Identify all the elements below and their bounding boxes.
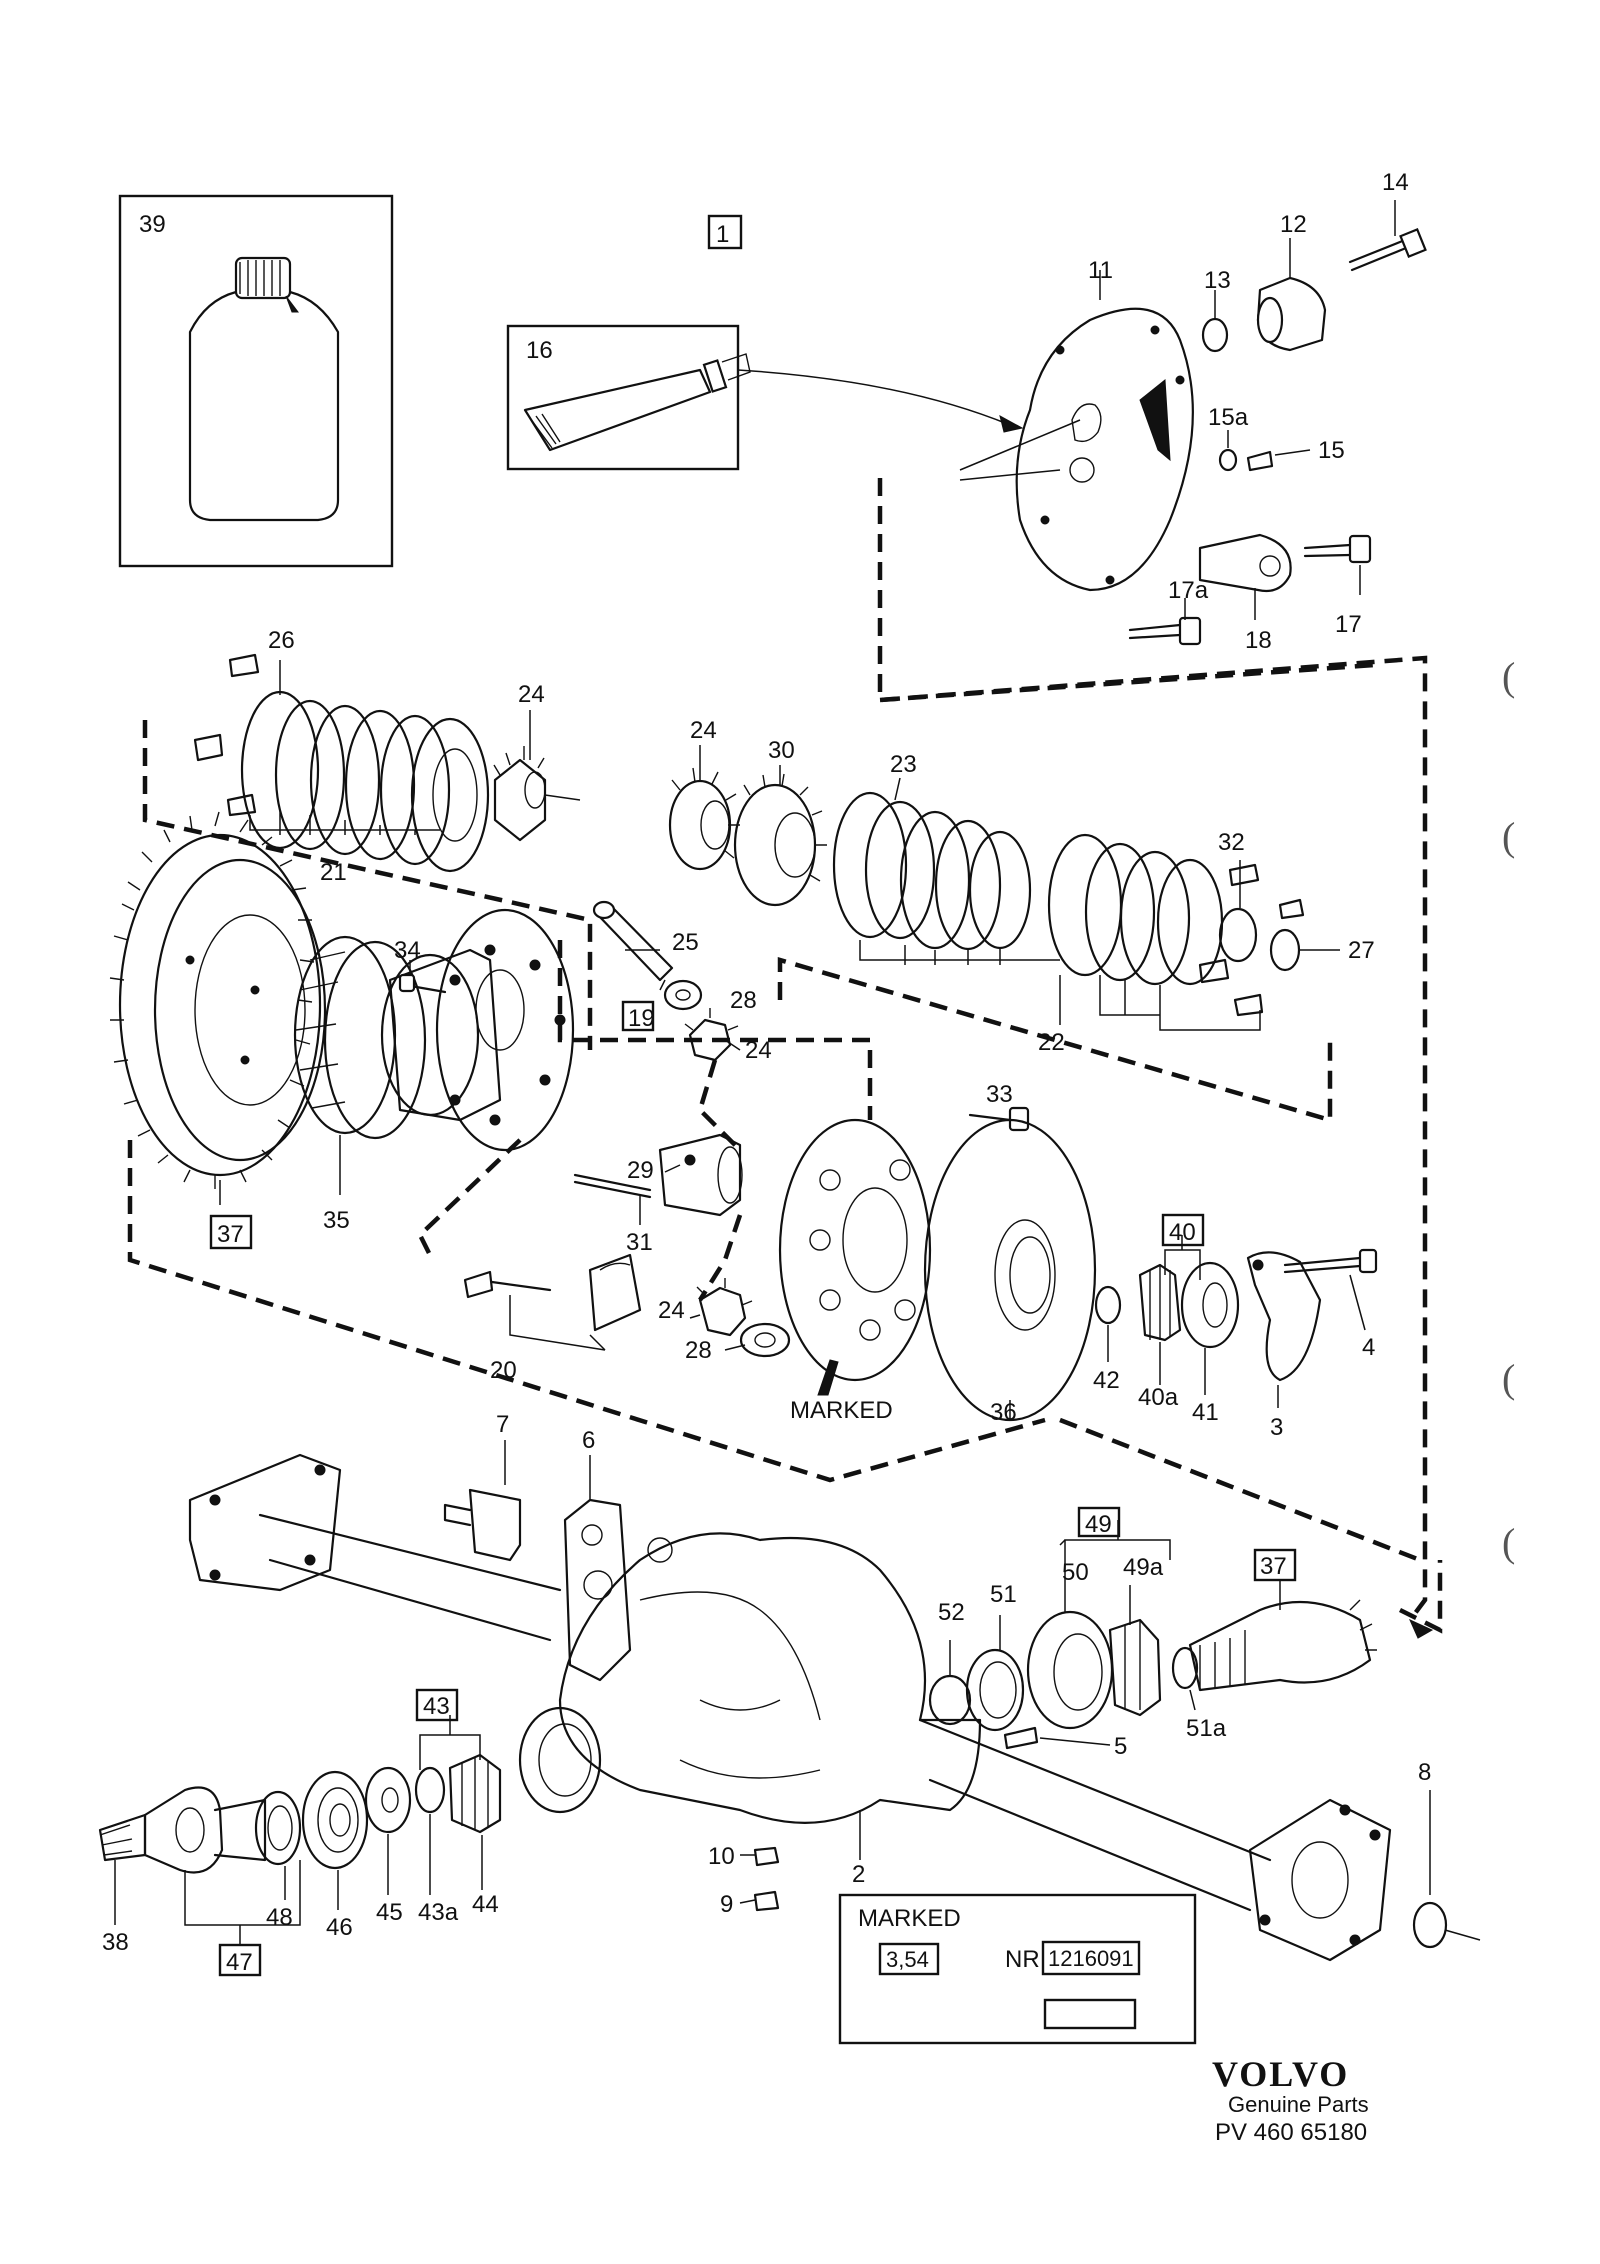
label-27: 27 <box>1348 937 1375 964</box>
label-3: 3 <box>1270 1414 1283 1441</box>
margin-mark-2: ( <box>1502 814 1515 859</box>
label-45: 45 <box>376 1899 403 1926</box>
label-marked-callout: MARKED <box>790 1397 893 1424</box>
label-42: 42 <box>1093 1367 1120 1394</box>
marked-box-title: MARKED <box>858 1905 961 1932</box>
label-52: 52 <box>938 1599 965 1626</box>
label-7: 7 <box>496 1411 509 1438</box>
label-46: 46 <box>326 1914 353 1941</box>
label-2: 2 <box>852 1861 865 1888</box>
ring-gear-and-carrier <box>109 811 1378 1483</box>
label-1: 1 <box>716 221 729 248</box>
label-24-b: 24 <box>690 717 717 744</box>
label-32: 32 <box>1218 829 1245 856</box>
label-49: 49 <box>1085 1511 1112 1538</box>
label-33: 33 <box>986 1081 1013 1108</box>
label-4: 4 <box>1362 1334 1375 1361</box>
label-44: 44 <box>472 1891 499 1918</box>
label-40: 40 <box>1169 1219 1196 1246</box>
margin-mark-3: ( <box>1502 1356 1515 1401</box>
assembly-dashed-links <box>877 478 1443 1639</box>
label-49a: 49a <box>1123 1554 1164 1581</box>
label-8: 8 <box>1418 1759 1431 1786</box>
marked-box-nr-value: 1216091 <box>1048 1946 1134 1971</box>
label-13: 13 <box>1204 267 1231 294</box>
marked-box-ratio: 3,54 <box>886 1947 929 1972</box>
label-34: 34 <box>394 937 421 964</box>
label-40a: 40a <box>1138 1384 1179 1411</box>
label-28-a: 28 <box>730 987 757 1014</box>
label-22: 22 <box>1038 1029 1065 1056</box>
margin-mark-4: ( <box>1502 1520 1515 1565</box>
label-24-a: 24 <box>518 681 545 708</box>
label-18: 18 <box>1245 627 1272 654</box>
marked-box-nr-label: NR <box>1005 1946 1040 1973</box>
label-14: 14 <box>1382 169 1409 196</box>
axle-housing <box>188 1440 1481 1962</box>
label-15: 15 <box>1318 437 1345 464</box>
label-12: 12 <box>1280 211 1307 238</box>
differential-cover-assembly <box>959 200 1427 646</box>
label-24-d: 24 <box>658 1297 685 1324</box>
label-28-b: 28 <box>685 1337 712 1364</box>
label-48: 48 <box>266 1904 293 1931</box>
label-17: 17 <box>1335 611 1362 638</box>
label-9: 9 <box>720 1891 733 1918</box>
pinion-assembly <box>928 1520 1377 1732</box>
label-43a: 43a <box>418 1899 459 1926</box>
label-30: 30 <box>768 737 795 764</box>
volvo-branding: VOLVO Genuine Parts PV 460 65180 <box>1212 2054 1369 2146</box>
right-clutch-pack <box>668 745 1340 1031</box>
hub-and-bearing-set <box>98 1715 502 1945</box>
label-41: 41 <box>1192 1399 1219 1426</box>
margin-marks: ( ( ( ( <box>1502 654 1515 1565</box>
label-38: 38 <box>102 1929 129 1956</box>
label-29: 29 <box>627 1157 654 1184</box>
catalog-code: PV 460 65180 <box>1215 2119 1367 2146</box>
label-boxes <box>209 214 1297 1977</box>
label-51a: 51a <box>1186 1715 1227 1742</box>
part-16-sealant-tube <box>506 324 1024 471</box>
left-clutch-pack <box>142 653 593 1050</box>
label-5: 5 <box>1114 1733 1127 1760</box>
label-37-b: 37 <box>1260 1553 1287 1580</box>
label-15a: 15a <box>1208 404 1249 431</box>
margin-mark-1: ( <box>1502 654 1515 699</box>
label-35: 35 <box>323 1207 350 1234</box>
label-50: 50 <box>1062 1559 1089 1586</box>
label-47: 47 <box>226 1949 253 1976</box>
label-19: 19 <box>628 1005 655 1032</box>
label-16: 16 <box>526 337 553 364</box>
marked-info-box: MARKED 3,54 NR 1216091 <box>838 1893 1197 2045</box>
label-26: 26 <box>268 627 295 654</box>
label-20: 20 <box>490 1357 517 1384</box>
part-39-oil-bottle <box>118 194 394 568</box>
label-25: 25 <box>672 929 699 956</box>
label-11: 11 <box>1088 257 1113 284</box>
label-10: 10 <box>708 1843 735 1870</box>
volvo-logo: VOLVO <box>1212 2054 1349 2094</box>
label-31: 31 <box>626 1229 653 1256</box>
brand-tagline: Genuine Parts <box>1228 2092 1369 2117</box>
label-36: 36 <box>990 1399 1017 1426</box>
part-labels: 39 1 16 11 13 12 14 15a 15 17 17a 18 26 … <box>102 169 1431 1976</box>
label-51: 51 <box>990 1581 1017 1608</box>
label-43: 43 <box>423 1693 450 1720</box>
label-17a: 17a <box>1168 577 1209 604</box>
label-6: 6 <box>582 1427 595 1454</box>
label-37-a: 37 <box>217 1221 244 1248</box>
label-39: 39 <box>139 211 166 238</box>
label-24-c: 24 <box>745 1037 772 1064</box>
label-23: 23 <box>890 751 917 778</box>
label-21: 21 <box>320 859 347 886</box>
